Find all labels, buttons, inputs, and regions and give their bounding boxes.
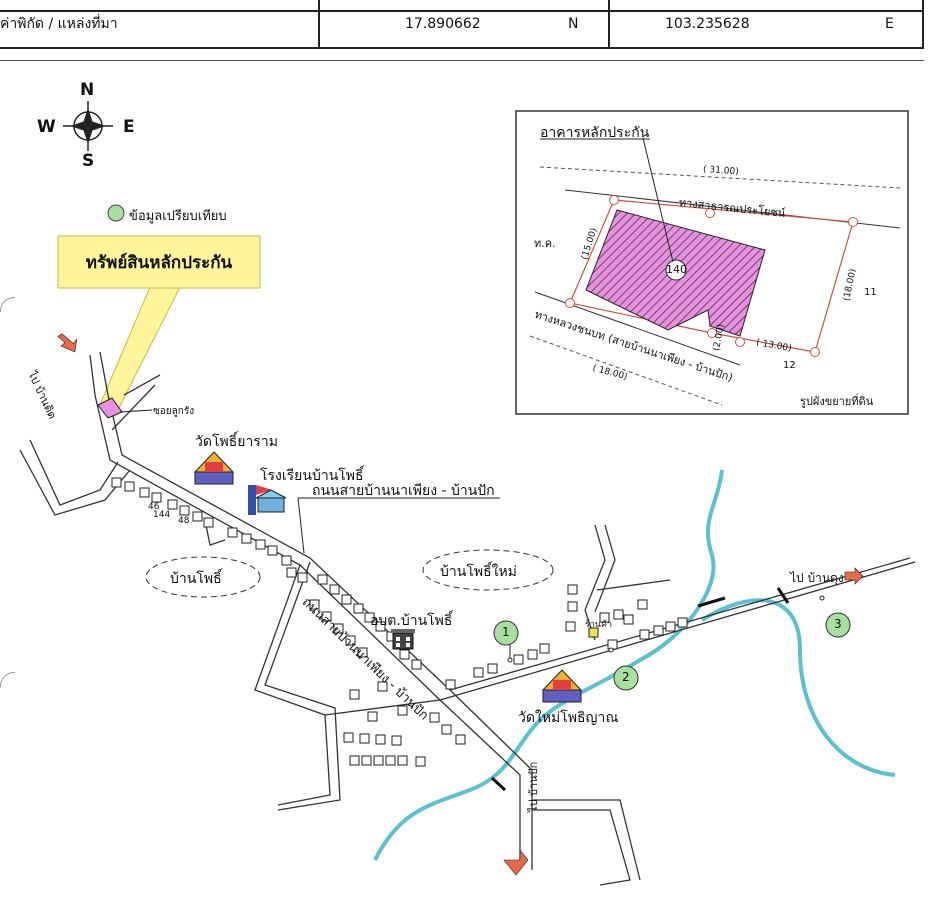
longitude-dir: E	[885, 15, 894, 32]
latitude-value: 17.890662	[405, 15, 481, 32]
ban-pho-label: บ้านโพธิ์	[170, 571, 222, 587]
river	[373, 469, 724, 861]
inset-lot-pins	[565, 195, 858, 357]
marker-3-icon	[819, 595, 851, 638]
compass-s: S	[82, 151, 95, 171]
ban-pho-mai-zone	[422, 549, 554, 591]
house-no-46a: 46	[148, 502, 160, 512]
scan-mark-bottom	[0, 672, 15, 687]
house-no-144: 144	[153, 510, 171, 520]
inset-n11-label: 11	[864, 287, 877, 298]
marker-2-icon	[608, 647, 639, 691]
to-ban-dung-label: ไป บ้านดุง	[790, 571, 844, 585]
callout-label: ทรัพย์สินหลักประกัน	[85, 252, 233, 273]
callout-box	[57, 235, 261, 289]
wat-pho-label: วัดโพธิ์ยาราม	[195, 434, 278, 450]
inset-n12-label: 12	[783, 360, 796, 371]
soi-label: ซอยลูกรัง	[153, 406, 195, 417]
compass-e: E	[123, 117, 135, 137]
header-label-cell: ค่าพิกัด / แหล่งที่มา	[0, 0, 320, 47]
header-lat-cell: 17.890662 N	[320, 0, 610, 47]
road-name-label: ถนนสายบ้านนาเพียง - บ้านปัก	[312, 483, 495, 499]
marker-3-label: 3	[834, 617, 842, 631]
houses	[111, 477, 688, 767]
latitude-dir: N	[568, 15, 579, 32]
header-lon-cell: 103.235628 E	[610, 0, 924, 47]
house-no-48: 48	[178, 516, 190, 526]
inset-plot-label: 140	[666, 263, 687, 276]
inset-plot-marker	[665, 259, 687, 281]
wat-pho-icon	[193, 451, 235, 485]
soi-pointer	[119, 409, 153, 413]
header-bottom-line	[0, 47, 924, 49]
road-label-pointer	[297, 497, 305, 554]
header-rule	[0, 60, 924, 61]
inset-building-pointer	[642, 137, 674, 263]
marker-1-icon	[493, 620, 519, 663]
school-label: โรงเรียนบ้านโพธิ์	[260, 468, 364, 484]
inset-caption: รูปผังขยายที่ดิน	[800, 395, 874, 408]
inset-lot-boundary	[569, 199, 854, 353]
to-south-label: ไป บ้านปัก	[527, 761, 540, 812]
obt-building-icon	[391, 629, 415, 650]
wat-mai-icon	[541, 669, 583, 703]
coordinates-header: ค่าพิกัด / แหล่งที่มา 17.890662 N 103.23…	[0, 0, 950, 61]
arrow-east-icon	[844, 567, 864, 585]
compass-n: N	[80, 80, 95, 100]
longitude-value: 103.235628	[665, 15, 750, 32]
obt-label: อบต.บ้านโพธิ์	[370, 613, 453, 629]
wat-mai-label: วัดใหม่โพธิญาณ	[518, 710, 619, 726]
ban-pho-mai-label: บ้านโพธิ์ใหม่	[440, 564, 517, 580]
river-branch	[700, 598, 896, 777]
shop-icon	[588, 627, 599, 638]
ban-pho-zone	[145, 556, 261, 598]
compass-w: W	[37, 117, 56, 137]
arrow-north-icon	[57, 333, 78, 353]
bridges	[490, 587, 790, 792]
header-label: ค่าพิกัด / แหล่งที่มา	[0, 15, 118, 32]
road-network	[19, 351, 916, 886]
legend-dot-icon	[107, 204, 125, 222]
inset-tk-label: ท.ค.	[534, 237, 556, 250]
inset-dash-bottom	[529, 335, 723, 406]
legend-label: ข้อมูลเปรียบเทียบ	[129, 209, 227, 224]
compass-rose-icon	[63, 101, 113, 151]
header-top-line	[0, 10, 924, 12]
marker-2-label: 2	[622, 670, 630, 684]
inset-building-label: อาคารหลักประกัน	[540, 125, 650, 141]
shop-label: ร้านค้า	[585, 620, 613, 630]
school-icon	[248, 485, 287, 515]
arrow-south-icon	[503, 849, 529, 876]
callout-pointer	[99, 286, 181, 411]
scan-mark-top	[0, 297, 15, 312]
marker-1-label: 1	[502, 625, 510, 639]
